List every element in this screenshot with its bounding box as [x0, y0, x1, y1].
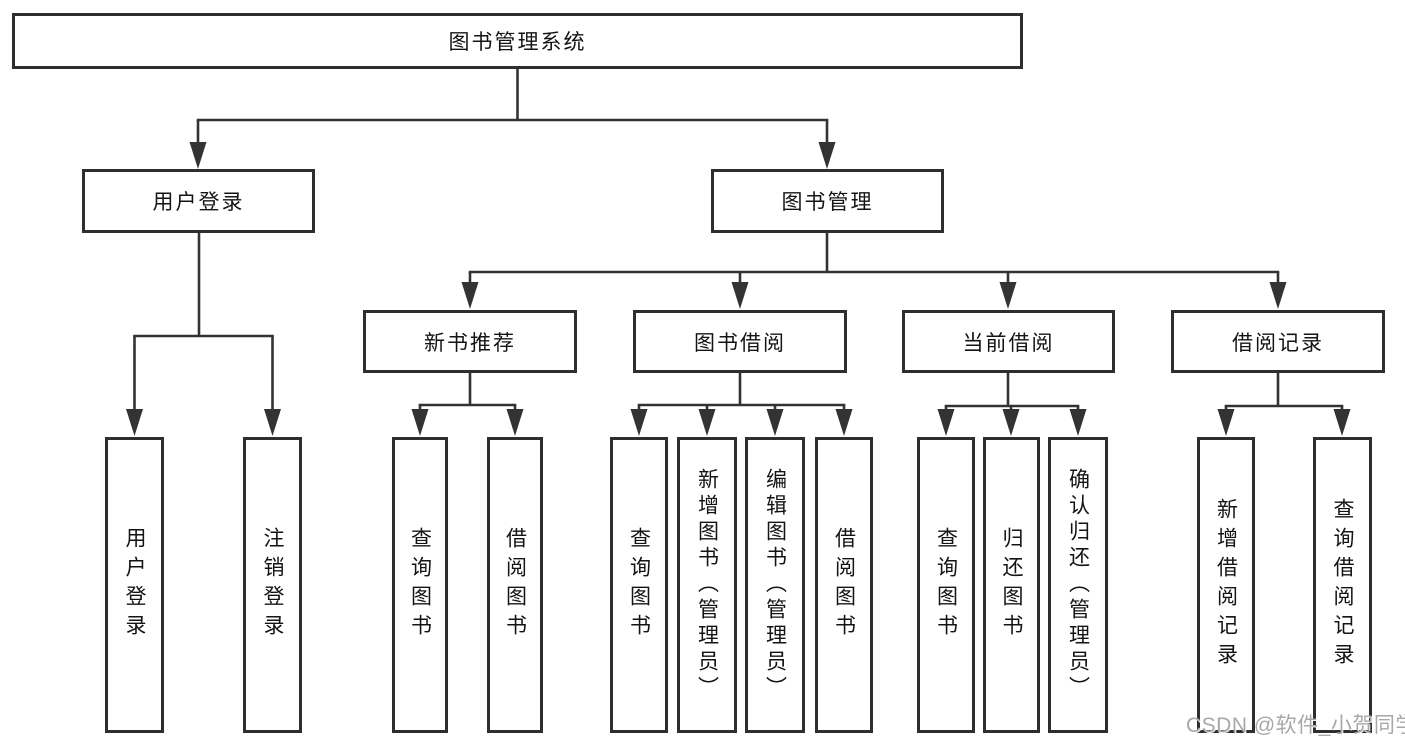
- leaf-add-books-admin-label: 新增图书（管理员）: [695, 468, 719, 702]
- leaf-query-borrow-record-label: 查询借阅记录: [1331, 498, 1354, 672]
- leaf-logout-login-label: 注销登录: [261, 527, 284, 643]
- arrowhead-down-icon: [698, 409, 716, 436]
- node-new-book-recommend-label: 新书推荐: [424, 331, 516, 355]
- node-current-borrow-label: 当前借阅: [962, 331, 1055, 355]
- node-book-management-label: 图书管理: [781, 191, 874, 214]
- node-book-borrow-label: 图书借阅: [694, 331, 786, 355]
- arrowhead-down-icon: [731, 282, 749, 309]
- leaf-borrow-books-recommend-label: 借阅图书: [503, 527, 527, 643]
- leaf-edit-books-admin: 编辑图书（管理员）: [745, 437, 805, 733]
- leaf-query-books-current-label: 查询图书: [934, 527, 958, 643]
- leaf-borrow-books-borrow: 借阅图书: [815, 437, 873, 733]
- arrowhead-down-icon: [1217, 409, 1235, 436]
- arrowhead-down-icon: [1002, 409, 1020, 436]
- node-user-login: 用户登录: [82, 169, 315, 233]
- arrowhead-down-icon: [461, 282, 479, 309]
- node-user-login-label: 用户登录: [152, 191, 245, 214]
- arrowhead-down-icon: [1269, 282, 1287, 309]
- leaf-confirm-return-admin-label: 确认归还（管理员）: [1066, 468, 1090, 702]
- leaf-confirm-return-admin: 确认归还（管理员）: [1048, 437, 1108, 733]
- arrowhead-down-icon: [126, 409, 143, 436]
- arrowhead-down-icon: [835, 409, 853, 436]
- arrowhead-down-icon: [937, 409, 955, 436]
- node-root-label: 图书管理系统: [448, 31, 587, 54]
- arrowhead-down-icon: [411, 409, 429, 436]
- leaf-user-login: 用户登录: [105, 437, 164, 733]
- node-current-borrow: 当前借阅: [902, 310, 1115, 373]
- leaf-user-login-label: 用户登录: [123, 527, 146, 643]
- arrowhead-down-icon: [1333, 409, 1351, 436]
- leaf-query-books-recommend-label: 查询图书: [408, 527, 432, 643]
- arrowhead-down-icon: [1069, 409, 1087, 436]
- node-book-management: 图书管理: [711, 169, 944, 233]
- leaf-add-books-admin: 新增图书（管理员）: [677, 437, 737, 733]
- arrowhead-down-icon: [999, 282, 1017, 309]
- arrowhead-down-icon: [506, 409, 524, 436]
- arrowhead-down-icon: [818, 142, 836, 169]
- node-new-book-recommend: 新书推荐: [363, 310, 577, 373]
- leaf-return-books-label: 归还图书: [1000, 527, 1023, 643]
- arrowhead-down-icon: [766, 409, 784, 436]
- leaf-return-books: 归还图书: [983, 437, 1040, 733]
- leaf-query-books-recommend: 查询图书: [392, 437, 448, 733]
- arrowhead-down-icon: [189, 142, 207, 169]
- node-root: 图书管理系统: [12, 13, 1023, 69]
- csdn-watermark: CSDN @软件_小贺同学: [1186, 714, 1405, 737]
- node-book-borrow: 图书借阅: [633, 310, 847, 373]
- leaf-borrow-books-recommend: 借阅图书: [487, 437, 543, 733]
- leaf-add-borrow-record: 新增借阅记录: [1197, 437, 1255, 733]
- leaf-add-borrow-record-label: 新增借阅记录: [1214, 498, 1238, 672]
- leaf-borrow-books-borrow-label: 借阅图书: [832, 527, 856, 643]
- leaf-query-borrow-record: 查询借阅记录: [1313, 437, 1372, 733]
- leaf-edit-books-admin-label: 编辑图书（管理员）: [763, 468, 787, 702]
- arrowhead-down-icon: [264, 409, 281, 436]
- leaf-query-books-borrow-label: 查询图书: [627, 527, 651, 643]
- node-borrow-records: 借阅记录: [1171, 310, 1385, 373]
- leaf-logout-login: 注销登录: [243, 437, 302, 733]
- leaf-query-books-current: 查询图书: [917, 437, 975, 733]
- leaf-query-books-borrow: 查询图书: [610, 437, 668, 733]
- arrowhead-down-icon: [630, 409, 648, 436]
- node-borrow-records-label: 借阅记录: [1232, 331, 1324, 355]
